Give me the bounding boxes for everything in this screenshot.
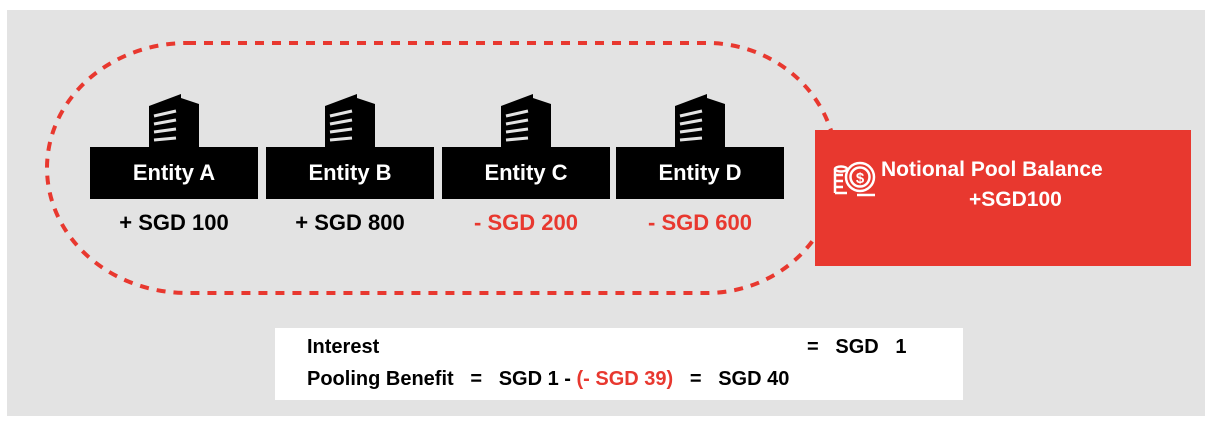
entity-amount: + SGD 800 [295,210,405,235]
building-icon [325,94,375,150]
building-icon [501,94,551,150]
benefit-result: = SGD 40 [673,368,790,390]
benefit-equation: = SGD 1 - [453,368,577,390]
entity-label: Entity A [90,147,258,199]
entity-group-outline [45,41,839,295]
diagram-panel: Entity A + SGD 100 Entity B + SGD 800 En… [7,10,1205,416]
entity-label: Entity C [442,147,610,199]
benefit-label: Pooling Benefit [307,368,454,390]
entity-label: Entity B [266,147,434,199]
entity-amount: + SGD 100 [119,210,229,235]
coin-stack-icon: $ [833,161,876,197]
svg-text:$: $ [856,170,865,187]
pool-title: Notional Pool Balance [881,158,1103,181]
entity-amount: - SGD 200 [474,210,578,235]
entity-label: Entity D [616,147,784,199]
benefit-negative-interest: (- SGD 39) [576,368,674,390]
pool-value: +SGD100 [969,188,1062,211]
pooling-benefit-formula: Interest = SGD 1 Pooling Benefit = SGD 1… [275,328,963,400]
entity-amount: - SGD 600 [648,210,752,235]
notional-pool-balance-box: $ Notional Pool Balance +SGD100 [815,130,1191,266]
interest-value: = SGD 1 [807,336,907,358]
interest-label: Interest [307,336,380,358]
building-icon [675,94,725,150]
interest-row: Interest [307,336,379,359]
benefit-row: Pooling Benefit = SGD 1 - (- SGD 39) = S… [307,368,789,391]
building-icon [149,94,199,150]
